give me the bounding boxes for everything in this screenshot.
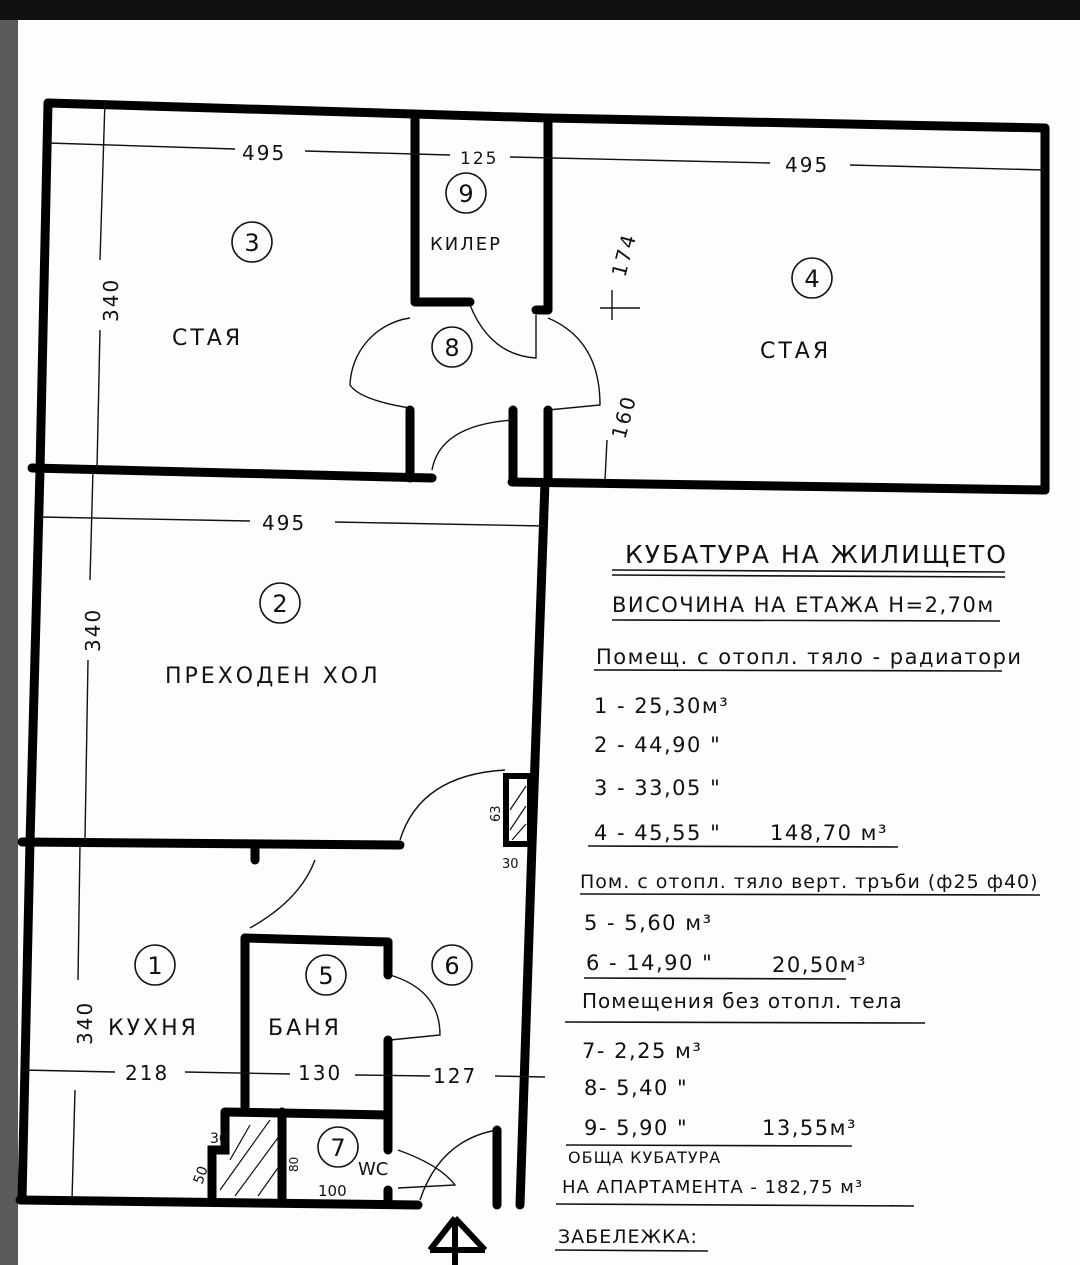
room-label-room4: СТАЯ: [760, 339, 831, 364]
table-title: КУБАТУРА НА ЖИЛИЩЕТО: [625, 540, 1008, 569]
dim-room3-height: 340: [99, 278, 123, 322]
group2-heading: Пом. с отопл. тяло верт. тръби (ф25 ф40): [580, 871, 1039, 893]
walls: [15, 98, 1050, 1210]
door-arc-room3: [349, 317, 411, 409]
dimension-lines: [21, 99, 1046, 1201]
total-line-2: НА АПАРТАМЕНТА - 182,75 м³: [562, 1177, 863, 1198]
room-number-5: 5: [318, 962, 333, 990]
room3-bottom-wall: [27, 463, 437, 483]
dim-room4-partial: 174: [607, 230, 642, 279]
dim-kitchen-height: 340: [73, 1001, 97, 1045]
dim-room3-width: 495: [242, 141, 286, 165]
room-number-2: 2: [272, 590, 287, 618]
dim-room4-width: 495: [785, 153, 829, 177]
dim-bath-width: 130: [298, 1061, 342, 1085]
group1-heading: Помещ. с отопл. тяло - радиатори: [596, 645, 1023, 669]
entrance-arrow-icon: [427, 1215, 488, 1265]
group2-line-6: 6 - 14,90 ": [586, 951, 713, 975]
group3-line-9: 9- 5,90 ": [584, 1116, 688, 1140]
dim-kitchen-width: 218: [125, 1061, 169, 1085]
dim-pantry-width: 125: [460, 149, 498, 169]
dim-corridor-partial: 160: [607, 392, 642, 441]
group2-line-5: 5 - 5,60 м³: [584, 911, 712, 935]
group1-line-1: 1 - 25,30м³: [594, 694, 729, 718]
group1-line-3: 3 - 33,05 ": [594, 776, 721, 800]
room-label-kitchen: КУХНЯ: [108, 1016, 199, 1041]
door-arc-room2: [399, 769, 506, 841]
floor-height: ВИСОЧИНА НА ЕТАЖА H=2,70м: [612, 593, 995, 617]
dim-wc-80: 80: [287, 1157, 301, 1172]
dim-wc-width: 100: [318, 1182, 347, 1200]
shaft-outline: [207, 1107, 230, 1205]
door-arc-hall: [431, 419, 514, 471]
room-label-hall: ПРЕХОДЕН ХОЛ: [165, 664, 381, 689]
group1-line-4: 4 - 45,55 ": [594, 821, 721, 845]
group1-line-2: 2 - 44,90 ": [594, 733, 721, 757]
door-arc-entrance: [419, 1129, 498, 1201]
dim-chimney-depth: 30: [502, 857, 519, 872]
room-label-wc: WC: [358, 1159, 388, 1180]
left-margin-strip: [0, 20, 18, 1265]
room-number-6: 6: [444, 952, 459, 980]
group3-line-8: 8- 5,40 ": [584, 1076, 688, 1100]
door-swings: [249, 304, 601, 1201]
group3-heading: Помещения без отопл. тела: [582, 989, 903, 1013]
group2-subtotal: 20,50м³: [772, 953, 867, 977]
bath-bottom-wall: [220, 1107, 393, 1120]
group1-subtotal: 148,70 м³: [770, 821, 888, 845]
dim-shaft-30: 30: [210, 1131, 228, 1147]
room-number-9: 9: [458, 180, 473, 208]
room-label-room3: СТАЯ: [172, 326, 243, 351]
dim-room6-width: 127: [433, 1064, 477, 1088]
top-frame-bar: [0, 0, 1080, 20]
dim-shaft-50: 50: [191, 1164, 212, 1186]
dimension-labels: 495 125 495 340 174 160 495 340 63 30 34…: [73, 141, 829, 1200]
room-number-1: 1: [147, 952, 162, 980]
door-arc-pantry: [469, 304, 537, 359]
room-number-7: 7: [330, 1134, 345, 1162]
room-number-3: 3: [244, 229, 259, 257]
door-arc-room4: [547, 317, 601, 411]
room-label-pantry: КИЛЕР: [430, 234, 502, 255]
note-heading: ЗАБЕЛЕЖКА:: [558, 1226, 698, 1248]
dim-room2-height: 340: [81, 608, 105, 652]
room-label-bath: БАНЯ: [268, 1016, 342, 1041]
volume-table: КУБАТУРА НА ЖИЛИЩЕТО ВИСОЧИНА НА ЕТАЖА H…: [554, 540, 1041, 1252]
door-arc-bath: [389, 974, 441, 1041]
bottom-outer-wall: [15, 1195, 423, 1210]
room4-bottom-wall: [507, 477, 1050, 495]
left-outer-wall: [17, 98, 53, 1205]
room-labels: 1 КУХНЯ 2 ПРЕХОДЕН ХОЛ 3 СТАЯ 4 СТАЯ 5 Б…: [108, 172, 833, 1180]
group3-line-7: 7- 2,25 м³: [582, 1039, 702, 1063]
door-arc-kitchen: [249, 859, 316, 929]
hatching: [219, 785, 527, 1197]
room-number-4: 4: [804, 265, 819, 293]
dim-room2-width: 495: [262, 511, 306, 535]
room-number-8: 8: [444, 334, 459, 362]
room2-bottom-wall: [17, 837, 405, 850]
group3-subtotal: 13,55м³: [762, 1116, 857, 1140]
total-line-1: ОБЩА КУБАТУРА: [568, 1148, 721, 1167]
dim-chimney-length: 63: [489, 805, 504, 822]
chimney: [503, 773, 533, 847]
bath-top-wall: [240, 933, 393, 947]
